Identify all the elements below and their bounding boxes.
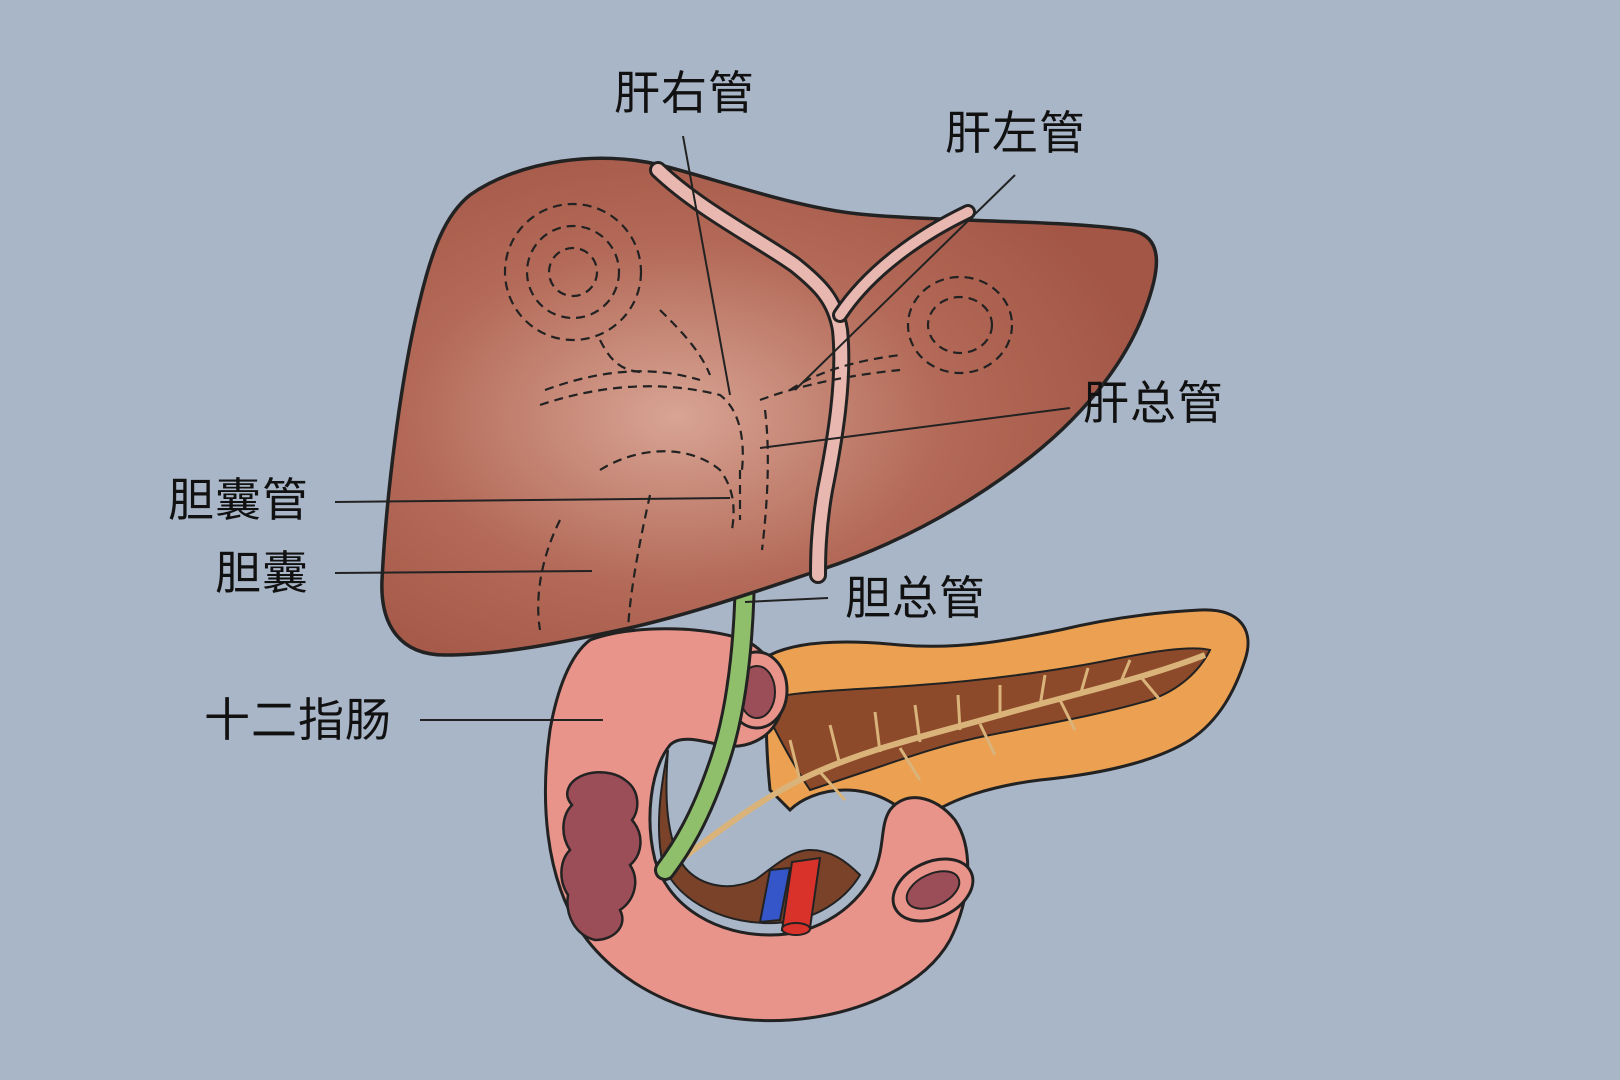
label-cystic-duct: 胆囊管 (168, 473, 309, 527)
leader-right-hepatic-duct (682, 135, 731, 396)
liver (380, 156, 1159, 657)
falciform-ligament (652, 164, 848, 581)
label-left-hepatic-duct: 肝左管 (945, 106, 1086, 160)
pancreatic-duct-branches (788, 659, 1162, 801)
label-common-bile-duct: 胆总管 (845, 571, 986, 625)
leader-cystic-duct (334, 497, 731, 503)
label-right-hepatic-duct: 肝右管 (614, 66, 755, 120)
leader-common-hepatic-duct (759, 407, 1071, 449)
vein (758, 866, 792, 924)
common-bile-duct (657, 552, 753, 878)
label-common-hepatic-duct: 肝总管 (1083, 376, 1224, 430)
leader-left-hepatic-duct (794, 174, 1016, 391)
intrahepatic-ducts-dashed (503, 202, 1014, 631)
pancreatic-duct (678, 652, 1207, 863)
leader-lines (334, 135, 1071, 721)
jejunum-lumen (905, 870, 961, 910)
ligament-branch (835, 207, 973, 320)
duodenum-mucosal-folds (560, 770, 642, 942)
duodenum (543, 627, 970, 1023)
artery-end (781, 922, 811, 936)
leader-common-bile-duct (744, 597, 829, 603)
label-gallbladder: 胆囊 (215, 546, 309, 600)
label-duodenum: 十二指肠 (204, 693, 392, 747)
leader-gallbladder (334, 570, 593, 574)
